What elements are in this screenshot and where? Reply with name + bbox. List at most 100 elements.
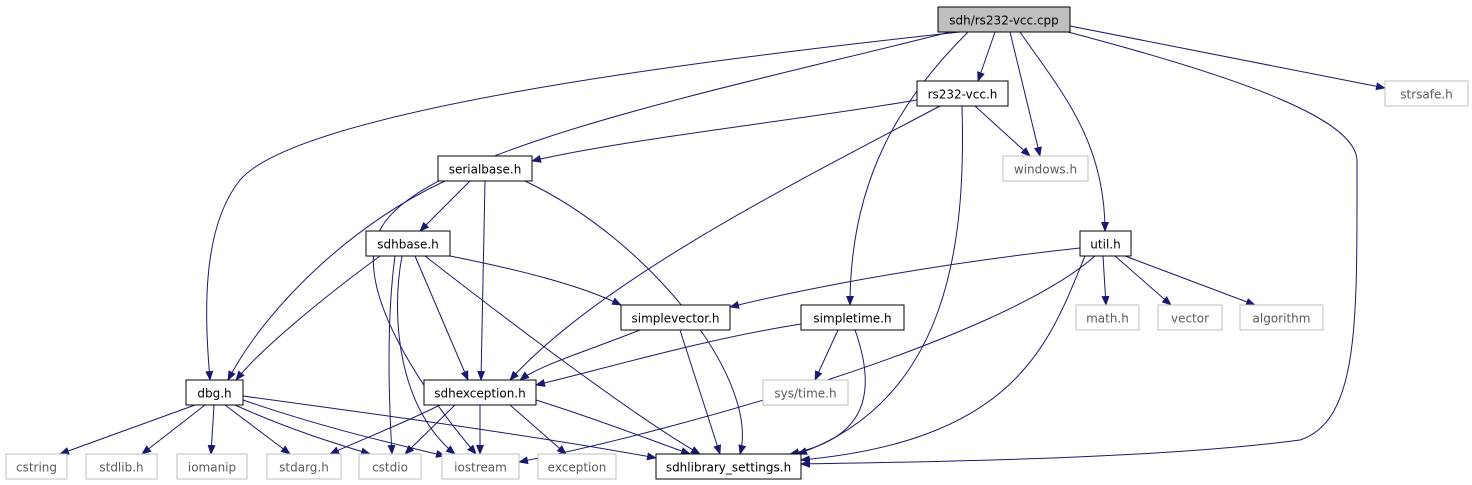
edge-simplevector-h-to-sdhexception-h <box>519 329 641 381</box>
edge-root-to-sdhlibrary-settings-h <box>800 31 1358 468</box>
edge-util-h-to-math-h <box>1101 255 1110 306</box>
node-box <box>1075 304 1140 331</box>
edge-sdhexception-h-to-exception <box>509 404 567 455</box>
node-exception: exception <box>537 453 617 480</box>
node-label: rs232-vcc.h <box>928 88 998 102</box>
edge-serialbase-h-to-sdhexception-h <box>477 180 486 381</box>
node-stdarg-h: stdarg.h <box>266 453 342 480</box>
node-box <box>423 379 537 406</box>
node-label: dbg.h <box>197 387 231 401</box>
node-math-h: math.h <box>1075 304 1140 331</box>
edge-root-to-windows-h <box>1009 31 1042 157</box>
node-iostream: iostream <box>441 453 520 480</box>
node-algorithm: algorithm <box>1239 304 1324 331</box>
node-label: exception <box>548 461 607 475</box>
edge-dbg-h-to-stdarg-h <box>224 404 291 455</box>
edge-sdhexception-h-to-stdarg-h <box>329 404 441 455</box>
node-label: math.h <box>1086 312 1129 326</box>
node-util-h[interactable]: util.h <box>1079 230 1132 257</box>
node-box <box>5 453 68 480</box>
edge-root-to-simpletime-h <box>846 31 969 306</box>
node-iomanip: iomanip <box>176 453 248 480</box>
edge-sdhbase-h-to-cstdio <box>387 255 396 455</box>
nodes: sdh/rs232-vcc.cpp rs232-vcc.h strsafe.h ser… <box>5 6 1469 480</box>
node-sdhlibrary-settings-h[interactable]: sdhlibrary_settings.h <box>655 453 802 480</box>
node-box <box>655 453 802 480</box>
edge-simpletime-h-to-sdhlibrary-settings-h <box>789 329 866 457</box>
edge-root-to-util-h <box>1019 31 1109 232</box>
edges <box>59 25 1386 468</box>
node-box <box>441 453 520 480</box>
edge-sdhbase-h-to-dbg-h <box>235 255 381 381</box>
node-cstdio: cstdio <box>358 453 422 480</box>
node-serialbase-h[interactable]: serialbase.h <box>437 155 533 182</box>
edge-dbg-h-to-cstring <box>59 404 196 455</box>
edge-dbg-h-to-iostream <box>242 399 446 458</box>
node-box <box>1157 304 1223 331</box>
node-box <box>1079 230 1132 257</box>
node-windows-h: windows.h <box>1002 155 1089 182</box>
edge-sdhbase-h-to-simplevector-h <box>449 255 622 306</box>
edge-util-h-to-sdhlibrary-settings-h <box>800 255 1086 464</box>
edge-sdhbase-h-to-sdhlibrary-settings-h <box>424 255 701 455</box>
edge-root-to-rs232-vcc-h <box>977 31 996 82</box>
node-box <box>800 304 905 331</box>
node-label: simpletime.h <box>813 312 891 326</box>
edge-sdhexception-h-to-cstdio <box>404 404 456 455</box>
edge-util-h-to-vector <box>1114 255 1172 306</box>
node-sdhexception-h[interactable]: sdhexception.h <box>423 379 537 406</box>
node-box <box>365 230 451 257</box>
edge-root-to-dbg-h <box>205 31 961 381</box>
node-vector: vector <box>1157 304 1223 331</box>
node-label: iomanip <box>188 461 236 475</box>
node-label: strsafe.h <box>1400 88 1453 102</box>
node-dbg-h[interactable]: dbg.h <box>185 379 244 406</box>
edge-root-to-strsafe-h <box>1069 25 1386 91</box>
node-label: serialbase.h <box>449 163 522 177</box>
node-box <box>176 453 248 480</box>
node-label: sys/time.h <box>774 387 836 401</box>
node-label: sdhbase.h <box>377 238 439 252</box>
node-label: vector <box>1171 312 1209 326</box>
node-box <box>762 379 849 406</box>
node-label: util.h <box>1090 238 1120 252</box>
node-label: stdarg.h <box>279 461 329 475</box>
node-label: windows.h <box>1014 163 1077 177</box>
node-box <box>185 379 244 406</box>
edge-rs232-vcc-h-to-serialbase-h <box>531 99 918 163</box>
node-cstring: cstring <box>5 453 68 480</box>
node-box <box>537 453 617 480</box>
edge-serialbase-h-to-sdhbase-h <box>419 180 471 232</box>
node-box <box>1239 304 1324 331</box>
edge-rs232-vcc-h-to-sdhlibrary-settings-h <box>797 105 964 455</box>
node-box <box>266 453 342 480</box>
node-strsafe-h: strsafe.h <box>1384 80 1469 107</box>
node-label: iostream <box>454 461 507 475</box>
edge-dbg-h-to-cstdio <box>234 404 371 456</box>
node-label: algorithm <box>1253 312 1311 326</box>
edge-simpletime-h-to-sdhexception-h <box>535 323 802 387</box>
node-sys-time-h: sys/time.h <box>762 379 849 406</box>
node-box <box>1002 155 1089 182</box>
node-label: cstring <box>16 461 57 475</box>
node-rs232-vcc-h[interactable]: rs232-vcc.h <box>916 80 1009 107</box>
node-box <box>1384 80 1469 107</box>
node-stdlib-h: stdlib.h <box>85 453 158 480</box>
edge-serialbase-h-to-dbg-h <box>227 180 446 381</box>
node-simpletime-h[interactable]: simpletime.h <box>800 304 905 331</box>
edge-util-h-to-algorithm <box>1124 255 1256 306</box>
node-simplevector-h[interactable]: simplevector.h <box>620 304 731 331</box>
node-box <box>937 6 1071 33</box>
node-box <box>358 453 422 480</box>
edge-dbg-h-to-stdlib-h <box>141 404 206 455</box>
node-sdhbase-h[interactable]: sdhbase.h <box>365 230 451 257</box>
node-label: sdhexception.h <box>434 387 526 401</box>
node-label: simplevector.h <box>632 312 720 326</box>
edge-sdhexception-h-to-sdhlibrary-settings-h <box>535 399 691 455</box>
edge-sdhbase-h-to-iostream <box>396 255 456 455</box>
node-box <box>620 304 731 331</box>
edge-sdhbase-h-to-sdhexception-h <box>414 255 469 381</box>
node-label: cstdio <box>372 461 408 475</box>
node-root[interactable]: sdh/rs232-vcc.cpp <box>937 6 1071 33</box>
